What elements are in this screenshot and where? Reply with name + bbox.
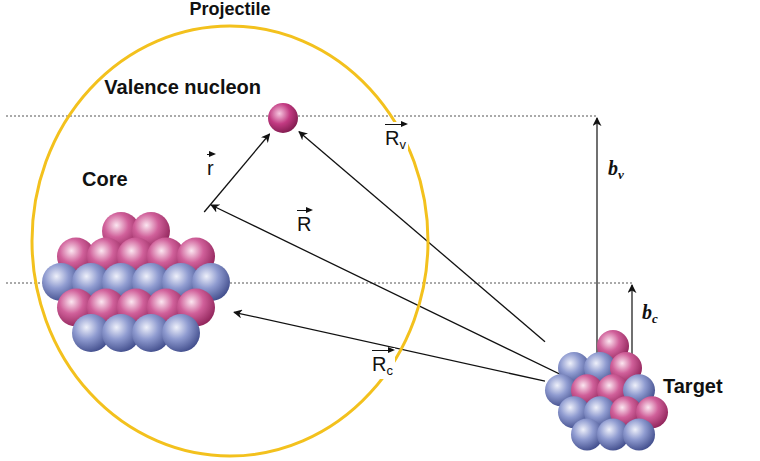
vector-arrow (211, 205, 603, 395)
node-label: Target (663, 375, 723, 397)
valence-nucleon: Valence nucleon (267, 102, 299, 134)
vector-label: r (205, 152, 216, 180)
vector-arrow (299, 132, 545, 342)
vector-arrow (204, 134, 269, 212)
node-label: Core (82, 168, 128, 190)
node-label: Projectile (30, 0, 430, 20)
impact-arrow (596, 118, 597, 392)
vector-label: Rc (370, 348, 395, 379)
vector-label: bv (606, 152, 626, 183)
nucleon (162, 314, 200, 352)
vector-label: R (295, 208, 313, 236)
nucleon (623, 418, 655, 450)
projectile-ellipse: ProjectileValence nucleonCore (30, 24, 430, 458)
node-label: Valence nucleon (104, 76, 261, 98)
guide-line (6, 116, 596, 117)
vector-arrow (234, 312, 545, 381)
vector-label: Rv (383, 122, 408, 153)
target-cluster: Target (545, 330, 670, 460)
core-cluster-shape (42, 212, 234, 370)
vector-label: bc (640, 296, 660, 327)
valence-nucleon-shape (267, 102, 299, 134)
target-cluster-shape (545, 330, 670, 460)
core-cluster: Core (42, 212, 234, 370)
